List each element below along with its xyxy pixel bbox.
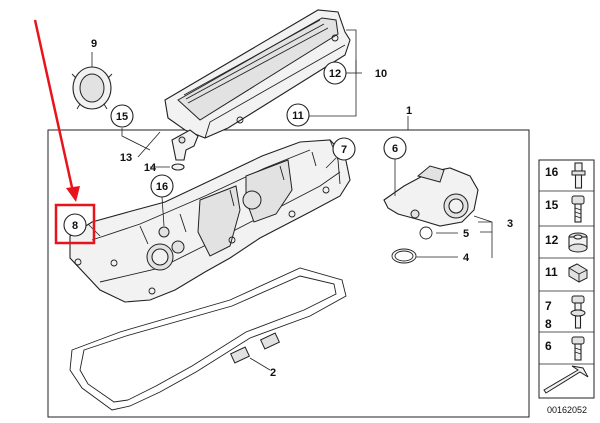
side-label-16: 16 [545, 165, 559, 179]
callout-4: 4 [463, 252, 470, 264]
engine-cover [164, 9, 351, 139]
callout-12: 12 [329, 68, 341, 80]
oil-separator [383, 165, 479, 264]
callout-6-circle [383, 136, 407, 160]
callout-11-circle [286, 103, 310, 127]
camshaft-sensor [171, 129, 199, 171]
callout-8: 8 [72, 220, 78, 232]
side-panel: 16 15 12 11 7 8 6 [538, 159, 595, 415]
side-label-12: 12 [545, 233, 559, 247]
leader-lines [87, 29, 493, 371]
part-6-screw-icon [571, 336, 585, 361]
callout-7-circle [332, 137, 356, 161]
callout-10: 10 [375, 68, 387, 80]
callout-12-circle [323, 61, 347, 85]
callout-6: 6 [392, 143, 398, 155]
callout-5: 5 [463, 228, 469, 240]
callout-11: 11 [292, 110, 304, 122]
cylinder-head-cover [69, 139, 351, 303]
callout-16: 16 [156, 181, 168, 193]
red-arrow-icon [33, 19, 80, 202]
callout-9: 9 [91, 38, 97, 50]
callout-7: 7 [341, 144, 347, 156]
part-16-stud-icon [571, 162, 586, 189]
part-7-8-screw-icon [570, 295, 586, 329]
callouts: 9 12 10 11 1 15 13 14 16 7 6 3 5 4 2 8 [54, 38, 513, 379]
part-15-screw-icon [571, 195, 585, 223]
direction-arrow-icon [543, 365, 589, 394]
oil-filler-cap [71, 66, 113, 110]
part-11-insert-icon [568, 263, 588, 283]
side-label-15: 15 [545, 198, 559, 212]
side-label-11: 11 [545, 265, 558, 279]
highlight-box [54, 203, 96, 245]
callout-2: 2 [270, 367, 276, 379]
main-frame [47, 129, 530, 418]
callout-3: 3 [507, 218, 513, 230]
cover-gasket [69, 267, 347, 411]
callout-15: 15 [116, 111, 128, 123]
side-label-7: 7 [545, 299, 552, 313]
callout-13: 13 [120, 152, 132, 164]
side-label-8: 8 [545, 317, 552, 331]
callout-15-circle [110, 104, 134, 128]
part-12-grommet-icon [568, 232, 588, 253]
side-label-6: 6 [545, 339, 552, 353]
callout-14: 14 [144, 162, 157, 174]
diagram-code: 00162052 [547, 405, 587, 415]
callout-16-circle [150, 174, 174, 198]
callout-8-circle [63, 213, 87, 237]
callout-1: 1 [406, 105, 412, 117]
